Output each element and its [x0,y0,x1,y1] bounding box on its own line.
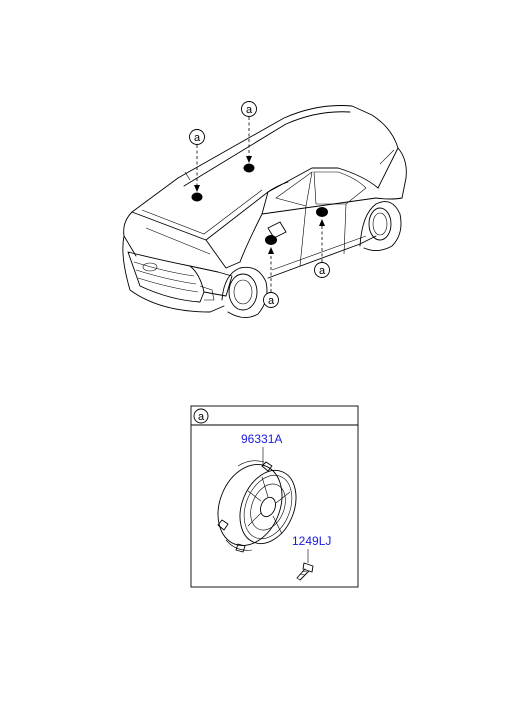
svg-text:a: a [319,265,326,277]
leader-lines [194,117,325,292]
callout-a-3: a [263,292,279,308]
speaker-markers [191,163,328,245]
svg-text:a: a [198,411,205,423]
callout-a-2: a [241,101,257,117]
svg-text:a: a [194,132,201,144]
callout-a-1: a [189,129,205,145]
speaker-marker-dash-right [243,163,255,173]
svg-text:a: a [246,104,253,116]
screw-part-drawing [296,562,314,581]
speaker-marker-dash-left [191,192,203,202]
svg-text:a: a [268,295,275,307]
detail-box: a 96331A 1249LJ [190,405,359,588]
speaker-marker-rear-door [316,207,328,217]
car-illustration [122,105,407,318]
detail-box-header-callout: a [193,408,209,424]
speaker-marker-front-door [265,235,277,245]
part-number-screw: 1249LJ [292,534,331,548]
part-number-speaker: 96331A [241,432,282,446]
speaker-part-drawing [217,460,297,553]
callout-a-4: a [314,262,330,278]
